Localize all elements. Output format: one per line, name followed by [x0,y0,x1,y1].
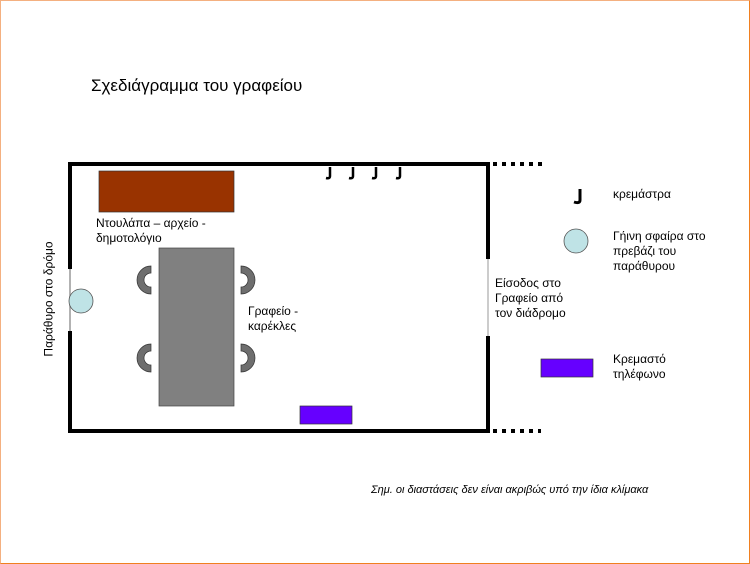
label-line: πρεβάζι του [613,244,677,258]
wardrobe [98,170,235,213]
legend-globe-icon [563,228,589,254]
chair [240,343,256,373]
window-label: Παράθυρο στο δρόμο [41,241,56,357]
chair [136,265,152,295]
label-line: τηλέφωνο [613,367,666,381]
label-line: δημοτολόγιο [96,231,162,245]
legend-phone-icon [540,358,594,378]
label-line: Ντουλάπα – αρχείο - [96,216,206,230]
globe-icon [68,288,94,314]
hanger-icon [348,167,355,180]
phone-icon [299,405,353,425]
wardrobe-label: Ντουλάπα – αρχείο -δημοτολόγιο [96,216,206,246]
label-line: καρέκλες [248,319,297,333]
chair [240,265,256,295]
legend-hanger-icon [573,189,582,205]
label-line: Γραφείο από [495,291,564,305]
hanger-icon [395,167,402,180]
label-line: Γήινη σφαίρα στο [613,229,706,243]
scale-note: Σημ. οι διαστάσεις δεν είναι ακριβώς υπό… [371,484,649,496]
desk-label: Γραφείο -καρέκλες [248,304,298,334]
hanger-icon [325,167,332,180]
walls [68,162,490,433]
label-line: τον διάδρομο [495,306,566,320]
legend-hanger-label: κρεμάστρα [613,187,671,201]
label-line: Είσοδος στο [495,276,561,290]
desk [158,247,235,407]
diagram-title: Σχεδιάγραμμα του γραφείου [91,76,303,95]
label-line: παράθυρου [613,259,676,273]
chair [136,343,152,373]
wall-top-left-right [68,162,490,269]
label-line: Κρεμαστό [613,352,666,366]
hanger-icon [371,167,378,180]
wall-bottom [68,331,490,433]
label-line: Γραφείο - [248,304,299,318]
